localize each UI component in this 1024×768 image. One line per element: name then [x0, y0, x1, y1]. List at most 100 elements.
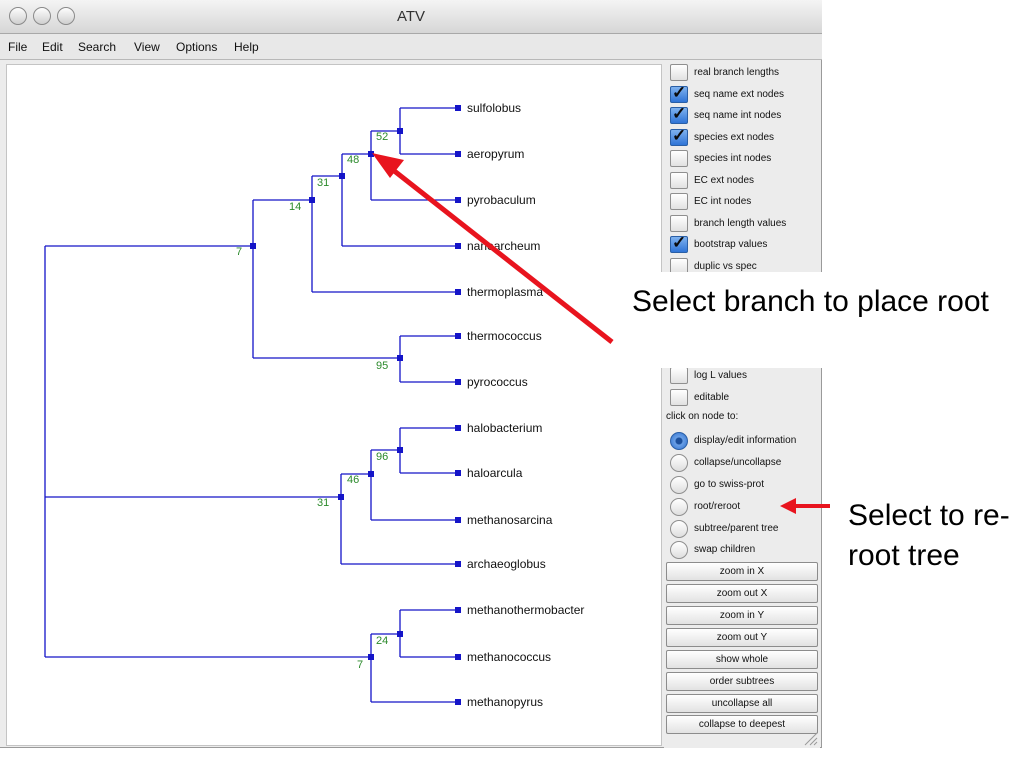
bootstrap-value: 95: [376, 360, 389, 372]
resize-grip-icon[interactable]: [802, 730, 818, 746]
radio-label: swap children: [694, 544, 756, 555]
menu-search[interactable]: Search: [78, 40, 117, 54]
leaf-node[interactable]: [455, 243, 461, 249]
zoom-window-button[interactable]: [57, 7, 75, 25]
checkbox-label: EC ext nodes: [694, 175, 755, 186]
leaf-node[interactable]: [455, 197, 461, 203]
side-note-reroot: Select to re-root tree: [848, 499, 1010, 572]
menu-help[interactable]: Help: [234, 40, 259, 54]
checkbox-log-l-values[interactable]: [670, 367, 688, 384]
leaf-label-pyrobaculum[interactable]: pyrobaculum: [467, 193, 536, 207]
checkbox-label: seq name ext nodes: [694, 89, 785, 100]
leaf-node[interactable]: [455, 151, 461, 157]
bootstrap-value: 7: [236, 246, 243, 258]
order-subtrees-button[interactable]: order subtrees: [666, 672, 818, 691]
checkbox-seq-name-int-nodes[interactable]: [670, 104, 688, 124]
collapse-to-deepest-button[interactable]: collapse to deepest: [666, 715, 818, 734]
window-title: ATV: [396, 8, 426, 25]
leaf-node[interactable]: [455, 654, 461, 660]
leaf-label-methanococcus[interactable]: methanococcus: [467, 650, 552, 664]
zoom-out-y-button[interactable]: zoom out Y: [666, 628, 818, 647]
checkbox-bootstrap-values[interactable]: [670, 233, 688, 253]
leaf-node[interactable]: [455, 699, 461, 705]
tree-node[interactable]: [338, 494, 344, 500]
checkbox-species-ext-nodes[interactable]: [670, 126, 688, 146]
leaf-node[interactable]: [455, 425, 461, 431]
tree-node[interactable]: [250, 243, 256, 249]
checkbox-real-branch-lengths[interactable]: [670, 64, 688, 81]
leaf-label-thermococcus[interactable]: thermococcus: [467, 329, 542, 343]
menu-bar: File Edit Search View Options Help: [0, 34, 822, 60]
leaf-label-methanopyrus[interactable]: methanopyrus: [467, 695, 544, 709]
tree-node[interactable]: [368, 471, 374, 477]
uncollapse-all-button[interactable]: uncollapse all: [666, 694, 818, 713]
menu-edit[interactable]: Edit: [42, 40, 63, 54]
zoom-in-x-button[interactable]: zoom in X: [666, 562, 818, 581]
minimize-window-button[interactable]: [33, 7, 51, 25]
tree-node[interactable]: [397, 128, 403, 134]
checkbox-editable[interactable]: [670, 389, 688, 406]
checkbox-label: real branch lengths: [694, 67, 780, 78]
tree-node[interactable]: [309, 197, 315, 203]
tree-node[interactable]: [397, 631, 403, 637]
checkbox-label: species int nodes: [694, 153, 772, 164]
leaf-node[interactable]: [455, 517, 461, 523]
leaf-label-sulfolobus[interactable]: sulfolobus: [467, 101, 522, 115]
bootstrap-value: 96: [376, 451, 389, 463]
leaf-label-aeropyrum[interactable]: aeropyrum: [467, 147, 525, 161]
leaf-node[interactable]: [455, 333, 461, 339]
leaf-node[interactable]: [455, 470, 461, 476]
tree-node[interactable]: [368, 151, 374, 157]
checkbox-label: log L values: [694, 370, 747, 381]
title-bar: ATV: [0, 0, 822, 34]
checkbox-label: EC int nodes: [694, 196, 752, 207]
menu-file[interactable]: File: [8, 40, 28, 54]
checkbox-branch-length-values[interactable]: [670, 215, 688, 232]
leaf-node[interactable]: [455, 379, 461, 385]
bootstrap-value: 31: [317, 177, 330, 189]
leaf-node[interactable]: [455, 289, 461, 295]
leaf-label-pyrococcus[interactable]: pyrococcus: [467, 375, 528, 389]
menu-view[interactable]: View: [134, 40, 160, 54]
checkbox-species-int-nodes[interactable]: [670, 150, 688, 167]
leaf-node[interactable]: [455, 105, 461, 111]
checkbox-label: editable: [694, 392, 730, 403]
leaf-label-methanothermobacter[interactable]: methanothermobacter: [467, 603, 585, 617]
tree-canvas[interactable]: [6, 64, 662, 746]
leaf-label-methanosarcina[interactable]: methanosarcina: [467, 513, 553, 527]
tree-node[interactable]: [397, 355, 403, 361]
zoom-in-y-button[interactable]: zoom in Y: [666, 606, 818, 625]
radio-swap-children[interactable]: [670, 541, 688, 559]
leaf-label-nanoarcheum[interactable]: nanoarcheum: [467, 239, 541, 253]
close-window-button[interactable]: [9, 7, 27, 25]
click-on-node-caption: click on node to:: [666, 411, 739, 422]
radio-collapse-uncollapse[interactable]: [670, 454, 688, 472]
leaf-node[interactable]: [455, 561, 461, 567]
leaf-label-thermoplasma[interactable]: thermoplasma: [467, 285, 544, 299]
bootstrap-value: 46: [347, 474, 360, 486]
radio-root-reroot[interactable]: [670, 498, 688, 516]
checkbox-ec-ext-nodes[interactable]: [670, 172, 688, 189]
zoom-out-x-button[interactable]: zoom out X: [666, 584, 818, 603]
radio-go-to-swiss-prot[interactable]: [670, 476, 688, 494]
checkbox-label: bootstrap values: [694, 239, 768, 250]
leaf-label-archaeoglobus[interactable]: archaeoglobus: [467, 557, 546, 571]
bootstrap-value: 31: [317, 497, 330, 509]
checkbox-ec-int-nodes[interactable]: [670, 193, 688, 210]
leaf-label-haloarcula[interactable]: haloarcula: [467, 466, 523, 480]
bootstrap-value: 14: [289, 201, 302, 213]
atv-window: ATV File Edit Search View Options Help r…: [0, 0, 822, 748]
tree-node[interactable]: [368, 654, 374, 660]
checkbox-label: species ext nodes: [694, 132, 775, 143]
leaf-node[interactable]: [455, 607, 461, 613]
radio-display-edit-information[interactable]: [670, 432, 688, 450]
radio-label: collapse/uncollapse: [694, 457, 782, 468]
show-whole-button[interactable]: show whole: [666, 650, 818, 669]
tree-node[interactable]: [397, 447, 403, 453]
radio-subtree-parent-tree[interactable]: [670, 520, 688, 538]
tree-node[interactable]: [339, 173, 345, 179]
checkbox-seq-name-ext-nodes[interactable]: [670, 83, 688, 103]
leaf-label-halobacterium[interactable]: halobacterium: [467, 421, 543, 435]
menu-options[interactable]: Options: [176, 40, 218, 54]
radio-label: subtree/parent tree: [694, 523, 779, 534]
